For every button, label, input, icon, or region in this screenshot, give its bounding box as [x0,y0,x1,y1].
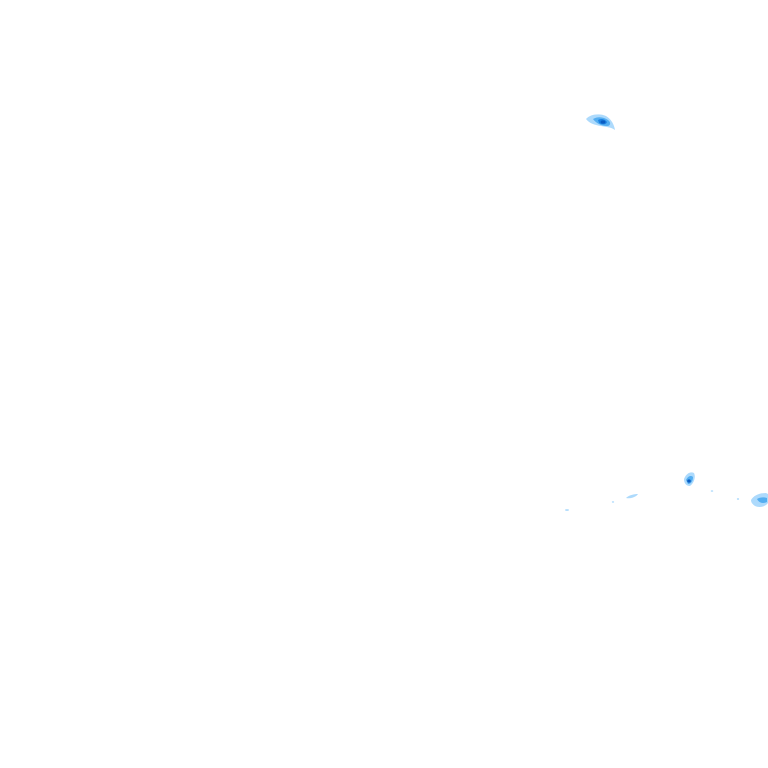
radar-echo-north [586,114,615,130]
echo-streak [626,494,638,499]
echo-speck [611,501,615,503]
echo-core [600,120,606,124]
echo-speck [565,509,569,511]
radar-echo-streaks [565,490,740,511]
echo-speck [710,490,714,492]
echo-core [687,479,691,483]
echo-medium-area [757,497,767,503]
radar-echo-east [684,472,695,486]
echo-speck [736,498,740,500]
radar-echo-southeast [751,493,768,507]
